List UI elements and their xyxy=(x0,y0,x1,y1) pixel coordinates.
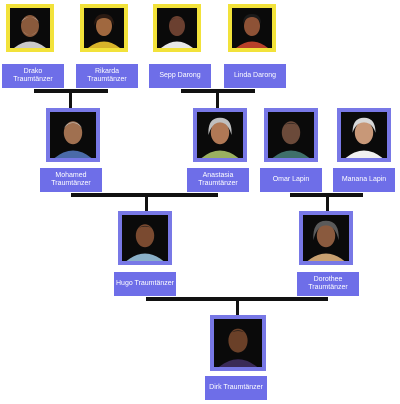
name-label-drako: Drako Traumtänzer xyxy=(2,64,64,88)
person-avatar-icon xyxy=(345,117,383,158)
person-avatar-icon xyxy=(88,14,120,48)
person-avatar-icon xyxy=(236,14,268,48)
portrait-mohamed[interactable] xyxy=(46,108,100,162)
descent-line-dirk xyxy=(236,297,239,315)
portrait-omar[interactable] xyxy=(264,108,318,162)
portrait-manana[interactable] xyxy=(337,108,391,162)
name-label-rikarda: Rikarda Traumtänzer xyxy=(76,64,138,88)
portrait-anastasia[interactable] xyxy=(193,108,247,162)
descent-line-anastasia xyxy=(216,89,219,108)
name-label-sepp: Sepp Darong xyxy=(149,64,211,88)
name-label-omar: Omar Lapin xyxy=(260,168,322,192)
person-avatar-icon xyxy=(272,121,310,158)
name-label-manana: Manana Lapin xyxy=(333,168,395,192)
name-label-mohamed: Mohamed Traumtänzer xyxy=(40,168,102,192)
name-label-dorothee: Dorothee Traumtänzer xyxy=(297,272,359,296)
person-avatar-icon xyxy=(307,220,345,261)
portrait-drako[interactable] xyxy=(6,4,54,52)
portrait-rikarda[interactable] xyxy=(80,4,128,52)
descent-line-hugo xyxy=(145,193,148,211)
portrait-hugo[interactable] xyxy=(118,211,172,265)
person-avatar-icon xyxy=(14,15,46,48)
portrait-dorothee[interactable] xyxy=(299,211,353,265)
name-label-dirk: Dirk Traumtänzer xyxy=(205,376,267,400)
person-avatar-icon xyxy=(54,121,92,158)
portrait-sepp[interactable] xyxy=(153,4,201,52)
name-label-anastasia: Anastasia Traumtänzer xyxy=(187,168,249,192)
name-label-linda: Linda Darong xyxy=(224,64,286,88)
person-avatar-icon xyxy=(218,328,258,367)
descent-line-dorothee xyxy=(326,193,329,211)
person-avatar-icon xyxy=(201,117,239,158)
couple-line-mohamed-anastasia xyxy=(71,193,218,197)
person-avatar-icon xyxy=(126,224,164,261)
portrait-linda[interactable] xyxy=(228,4,276,52)
descent-line-mohamed xyxy=(69,89,72,108)
portrait-dirk[interactable] xyxy=(210,315,266,371)
person-avatar-icon xyxy=(161,16,193,48)
name-label-hugo: Hugo Traumtänzer xyxy=(114,272,176,296)
